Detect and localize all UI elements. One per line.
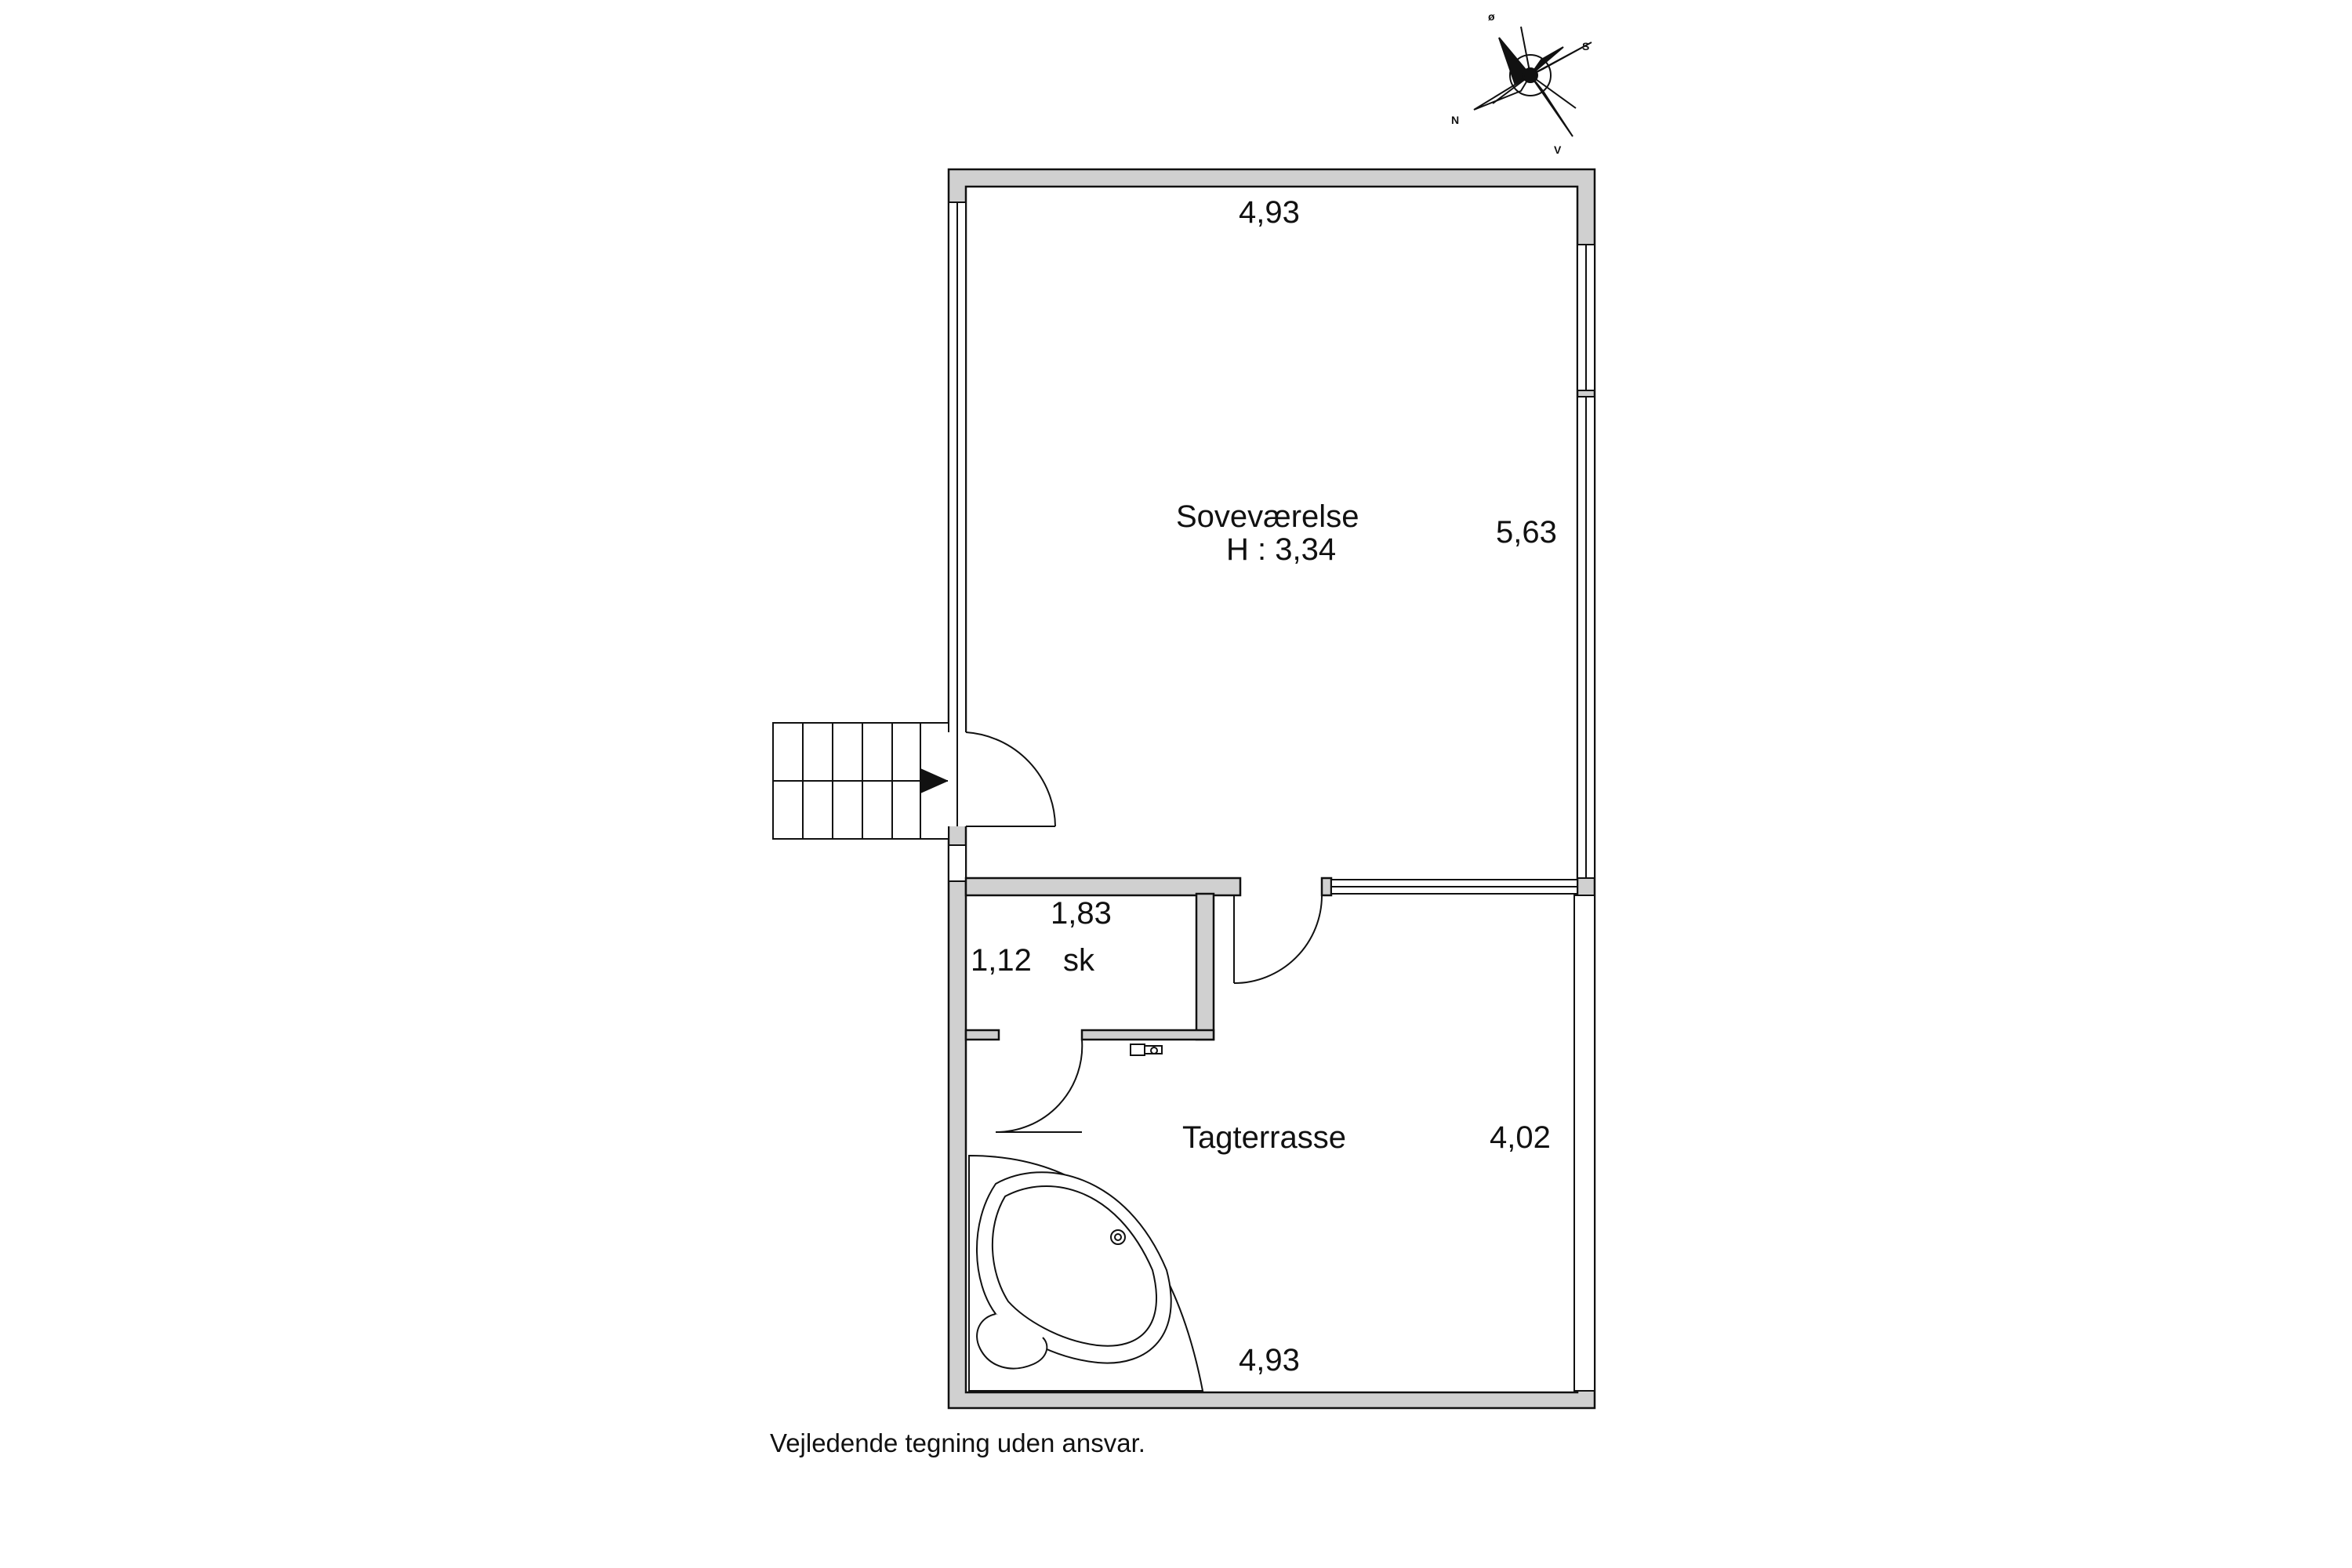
closet-depth: 1,12 bbox=[971, 943, 1032, 978]
bedroom-width: 4,93 bbox=[1239, 195, 1300, 230]
compass-label-south: S bbox=[1582, 40, 1589, 53]
tap-icon bbox=[1130, 1044, 1163, 1056]
stair-direction-arrow-icon bbox=[920, 768, 949, 793]
disclaimer-text: Vejledende tegning uden ansvar. bbox=[770, 1428, 1145, 1457]
compass-rose bbox=[1473, 26, 1592, 137]
door-closet bbox=[995, 1039, 1083, 1134]
compass-label-north: N bbox=[1451, 114, 1459, 126]
compass-label-east: ø bbox=[1488, 10, 1495, 23]
window-partition bbox=[1330, 879, 1578, 895]
closet-width: 1,83 bbox=[1051, 896, 1112, 931]
door-bedroom-terrace bbox=[1233, 895, 1323, 984]
staircase bbox=[772, 722, 949, 840]
corner-bathtub bbox=[968, 1154, 1204, 1392]
exterior-walls bbox=[947, 168, 1596, 1410]
bedroom-depth: 5,63 bbox=[1496, 515, 1557, 550]
bedroom-name: Soveværelse bbox=[1176, 499, 1359, 534]
window-right bbox=[1577, 244, 1595, 879]
terrace-depth: 4,02 bbox=[1490, 1120, 1551, 1155]
window-left bbox=[948, 201, 967, 882]
closet-walls bbox=[964, 892, 1215, 1041]
interior-wall-bedroom-terrace bbox=[964, 877, 1333, 897]
bedroom-height: H : 3,34 bbox=[1226, 532, 1336, 567]
closet-name: sk bbox=[1063, 943, 1095, 978]
compass-label-west: V bbox=[1554, 143, 1562, 156]
terrace-name: Tagterrasse bbox=[1182, 1120, 1346, 1155]
door-entrance bbox=[956, 731, 1056, 827]
terrace-width: 4,93 bbox=[1239, 1343, 1300, 1377]
terrace-right-edge bbox=[1573, 895, 1595, 1392]
